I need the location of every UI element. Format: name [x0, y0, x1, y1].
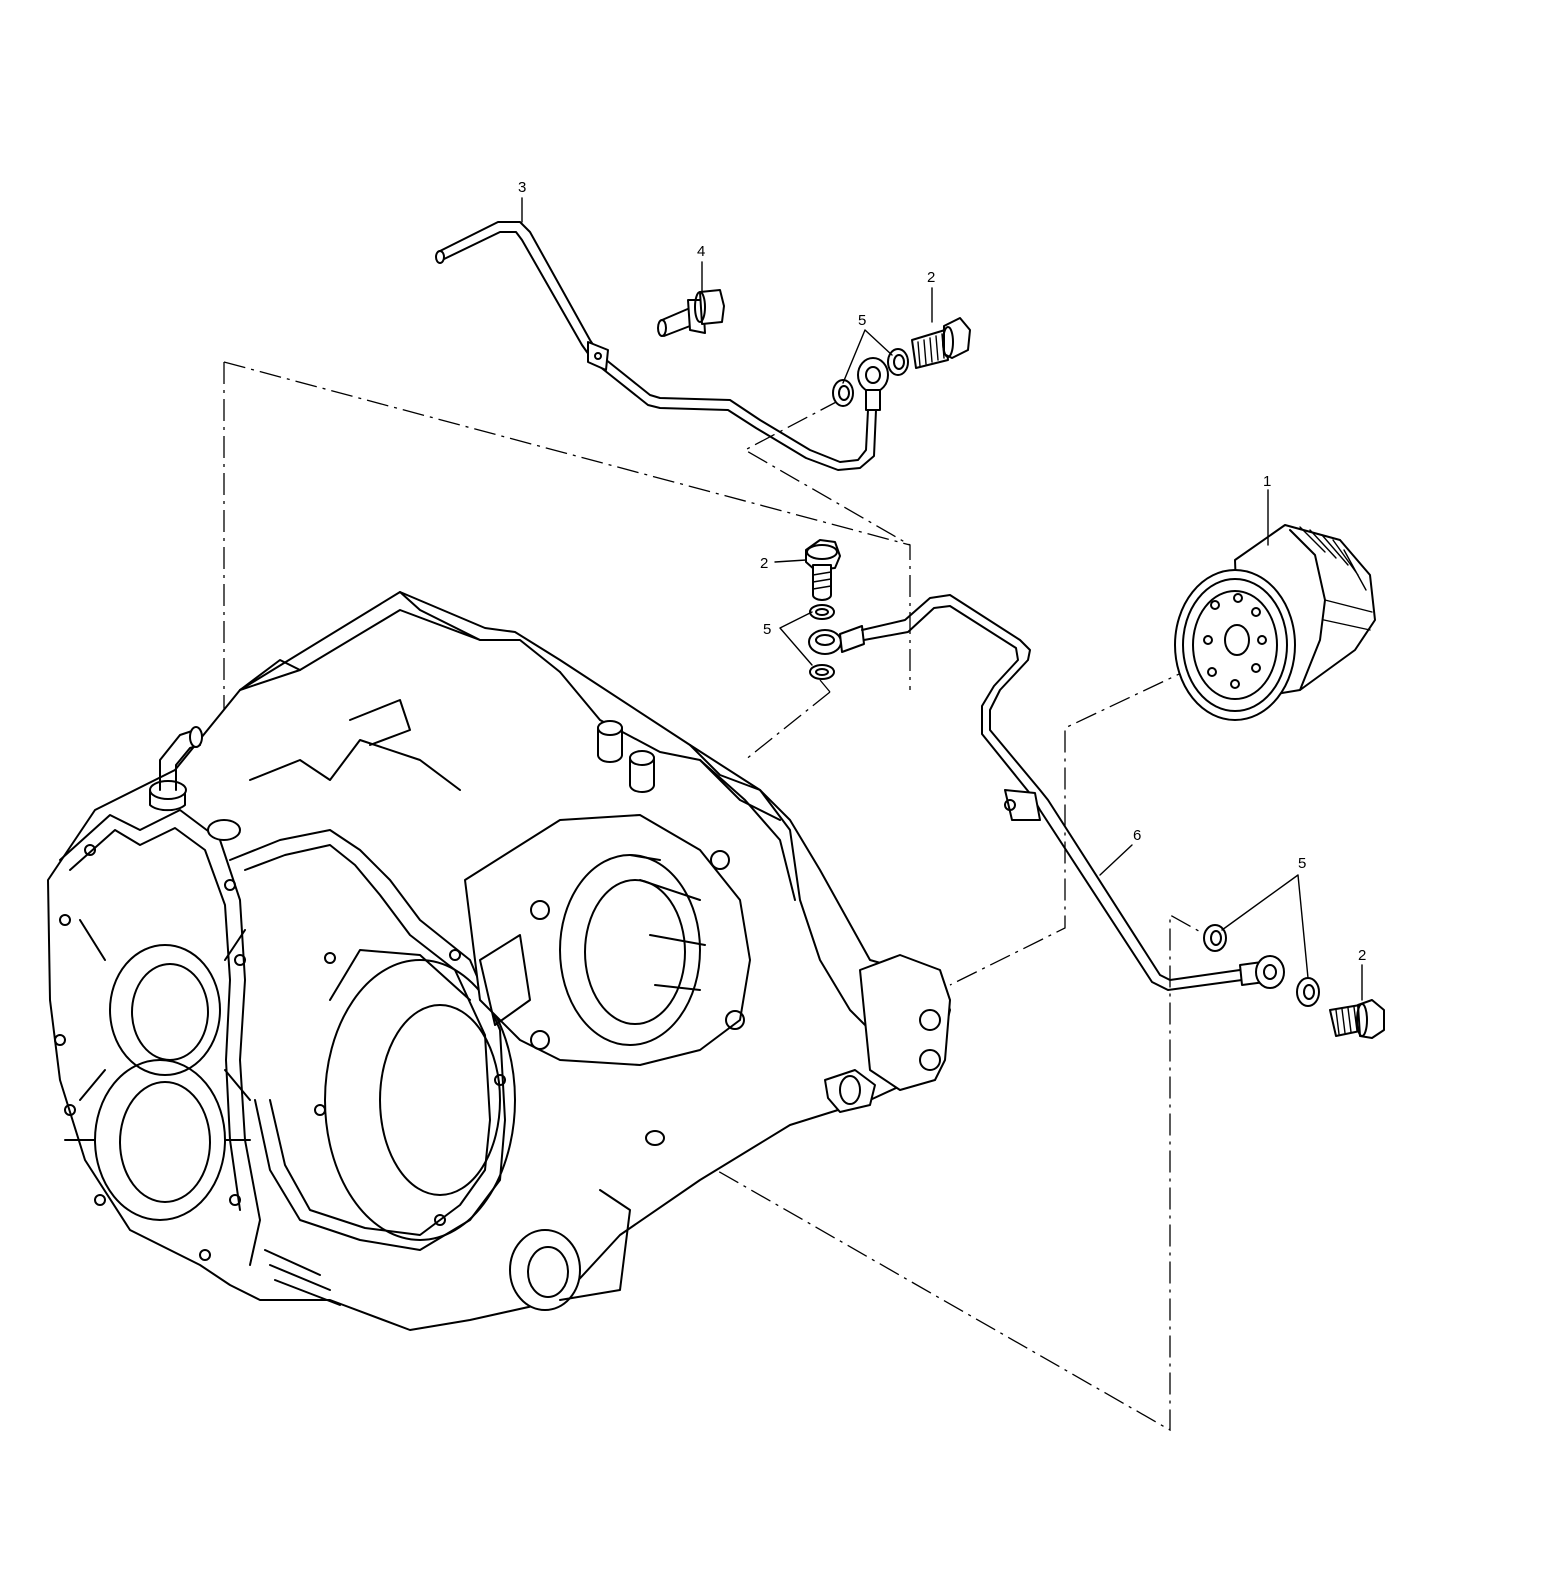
- crankcase: [47, 591, 951, 1331]
- callout-upper-oil-line: 3: [518, 179, 526, 196]
- callout-washers-bottom: 5: [1298, 855, 1306, 872]
- banjo-bolt-top: [911, 317, 971, 369]
- callout-washers-top: 5: [858, 312, 866, 329]
- banjo-bolt-bottom: [1329, 999, 1385, 1039]
- leader-lines: [521, 197, 1363, 1001]
- callout-banjo-bolt-bottom: 2: [1358, 947, 1366, 964]
- callout-labels: 3 4 2 5 2 5 1 6 5 2: [518, 179, 1366, 964]
- banjo-fitting-middle: [808, 625, 865, 655]
- banjo-bolt-middle: [805, 539, 841, 601]
- washers-bottom: [1203, 924, 1320, 1007]
- callout-washers-middle: 5: [763, 621, 771, 638]
- lower-oil-line: [861, 594, 1285, 991]
- callout-banjo-bolt-top: 2: [927, 269, 935, 286]
- callout-oil-filter: 1: [1263, 473, 1271, 490]
- callout-lower-oil-line: 6: [1133, 827, 1141, 844]
- flange-bolt: [657, 289, 725, 337]
- callout-flange-bolt: 4: [697, 243, 705, 260]
- washers-middle: [809, 604, 835, 680]
- oil-filter: [1174, 524, 1376, 721]
- upper-oil-line: [435, 221, 889, 471]
- callout-banjo-bolt-middle: 2: [760, 555, 768, 572]
- washers-top: [832, 348, 909, 407]
